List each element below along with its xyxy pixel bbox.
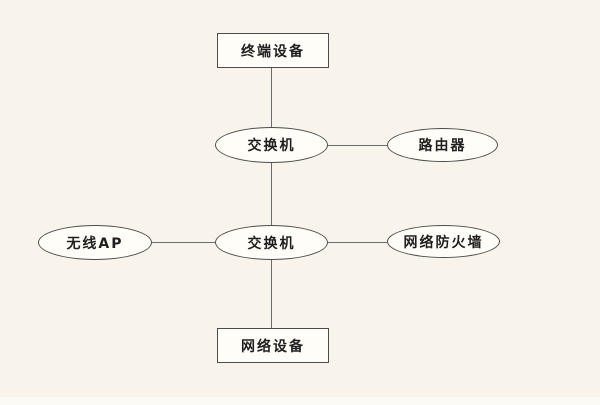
- node-network-firewall: 网络防火墙: [387, 225, 500, 258]
- node-terminal-device-label: 终端设备: [241, 43, 305, 60]
- page-bottom-strip: [0, 397, 600, 405]
- node-switch-upper: 交换机: [215, 127, 328, 163]
- node-switch-lower: 交换机: [215, 225, 328, 260]
- node-switch-upper-label: 交换机: [247, 138, 296, 154]
- edge-upper-switch-to-router: [328, 145, 387, 146]
- node-network-device: 网络设备: [217, 328, 329, 363]
- edge-terminal-to-upper-switch: [271, 68, 272, 128]
- node-terminal-device: 终端设备: [217, 33, 329, 68]
- edge-wireless-ap-to-lower-switch: [152, 242, 215, 243]
- node-wireless-ap-label: 无线AP: [66, 235, 124, 252]
- edge-lower-switch-to-firewall: [328, 242, 387, 243]
- node-switch-lower-label: 交换机: [247, 235, 296, 252]
- node-network-device-label: 网络设备: [241, 338, 305, 355]
- edge-lower-switch-to-network-device: [271, 259, 272, 328]
- node-router-label: 路由器: [418, 138, 467, 154]
- node-router: 路由器: [387, 128, 498, 162]
- node-wireless-ap: 无线AP: [38, 225, 152, 260]
- node-network-firewall-label: 网络防火墙: [403, 234, 484, 251]
- edge-upper-switch-to-lower-switch: [271, 162, 272, 226]
